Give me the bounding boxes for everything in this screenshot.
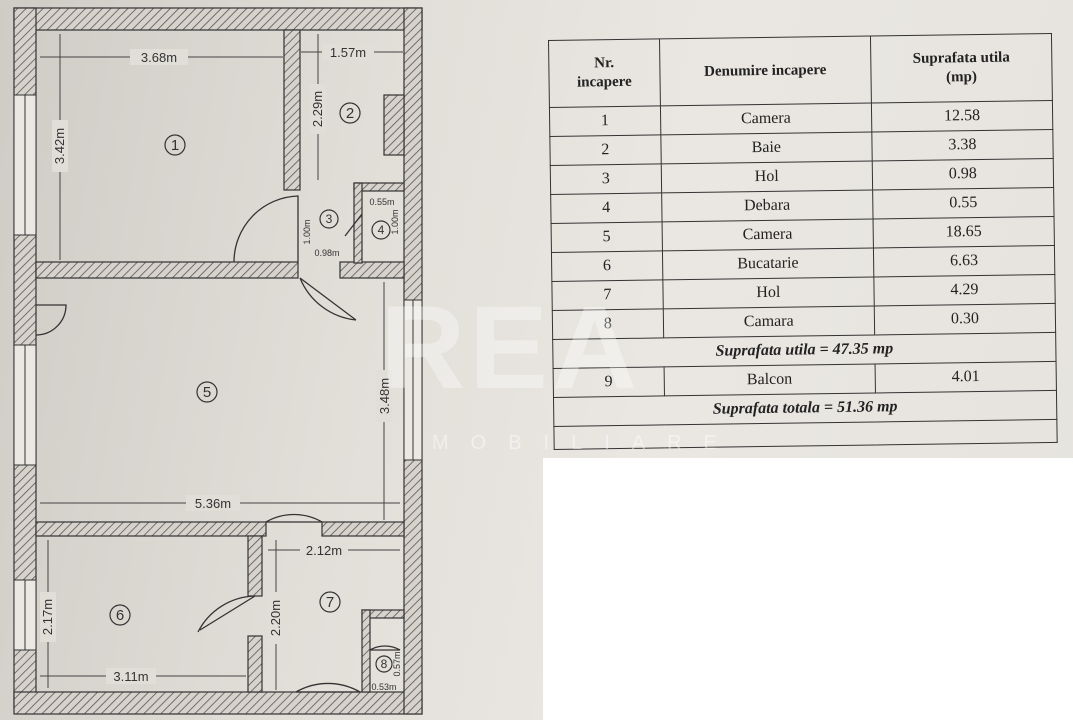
room-number-3: 3 — [326, 212, 333, 226]
dim-room7-height: 2.20m — [268, 600, 283, 636]
door-room3 — [299, 277, 357, 321]
dim-room1-width: 3.68m — [141, 50, 177, 65]
dim-room6-width: 3.11m — [113, 669, 148, 684]
wall-room1-right — [283, 29, 301, 191]
wall-top — [13, 7, 423, 31]
room-marker-6 — [109, 604, 131, 626]
table-header-row: Nr.incapere Denumire incapere Suprafata … — [548, 33, 1053, 108]
room-number-2: 2 — [346, 105, 354, 122]
dim-room6-height: 2.17m — [40, 599, 55, 635]
room-marker-7 — [319, 591, 341, 613]
wall-room4-left — [353, 182, 363, 264]
windows — [13, 94, 423, 651]
room-number-5: 5 — [203, 384, 211, 401]
room-markers: 1 2 3 4 5 6 7 8 — [109, 102, 393, 673]
wall-room8-left — [361, 609, 371, 693]
room-marker-4 — [371, 220, 391, 240]
dim-room4-height: 1.00m — [390, 209, 400, 234]
room-marker-2 — [339, 102, 361, 124]
dimension-lines — [40, 34, 403, 690]
doors — [35, 195, 401, 693]
area-table: Nr.incapere Denumire incapere Suprafata … — [548, 33, 1058, 450]
dim-room3-height: 1.00m — [302, 219, 312, 244]
dim-room3-width: 0.98m — [314, 248, 339, 258]
dim-room2-width: 1.57m — [330, 45, 366, 60]
dim-room5-height: 3.48m — [377, 378, 392, 414]
dim-room8-width: 0.53m — [371, 682, 396, 692]
door-room8 — [369, 645, 401, 651]
room-marker-8 — [375, 655, 393, 673]
dim-room2-height: 2.29m — [310, 91, 325, 127]
door-balcony — [35, 304, 67, 336]
door-room5 — [265, 513, 323, 523]
wall-room2-right-block — [383, 94, 405, 156]
dim-room4-width: 0.55m — [369, 197, 394, 207]
room-number-6: 6 — [116, 607, 124, 624]
dimension-labels: 3.68m 1.57m 3.42m 2.29m 0.55m 1.00m 1.00… — [40, 44, 402, 692]
room-marker-3 — [319, 209, 339, 229]
wall-room6-right-bottom — [247, 635, 263, 693]
wall-room4-bottom — [339, 261, 405, 279]
dim-room7-width: 2.12m — [306, 543, 342, 558]
room-marker-1 — [164, 134, 186, 156]
wall-room6-top — [35, 521, 267, 537]
header-area: Suprafata utila(mp) — [870, 33, 1053, 103]
wall-room6-right-top — [247, 535, 263, 597]
room-number-4: 4 — [378, 223, 385, 237]
dim-room1-height: 3.42m — [52, 128, 67, 164]
area-table-container: Nr.incapere Denumire incapere Suprafata … — [548, 33, 1058, 450]
door-entrance — [295, 682, 361, 693]
blank-cover-area — [543, 458, 1073, 720]
wall-room1-bottom — [35, 261, 299, 279]
floor-plan: 3.68m 1.57m 3.42m 2.29m 0.55m 1.00m 1.00… — [13, 7, 423, 715]
door-room1 — [233, 195, 299, 263]
header-name: Denumire incapere — [659, 35, 872, 106]
door-room4 — [344, 213, 363, 237]
room-number-7: 7 — [326, 594, 334, 611]
dim-room8-height: 0.57m — [392, 651, 402, 676]
dim-room5-width: 5.36m — [195, 496, 231, 511]
wall-room7-top — [321, 521, 405, 537]
door-room6 — [197, 595, 256, 633]
room-number-1: 1 — [171, 137, 179, 154]
room-number-8: 8 — [381, 657, 388, 671]
header-nr: Nr.incapere — [548, 38, 661, 108]
room-marker-5 — [196, 381, 218, 403]
wall-bottom — [13, 691, 423, 715]
